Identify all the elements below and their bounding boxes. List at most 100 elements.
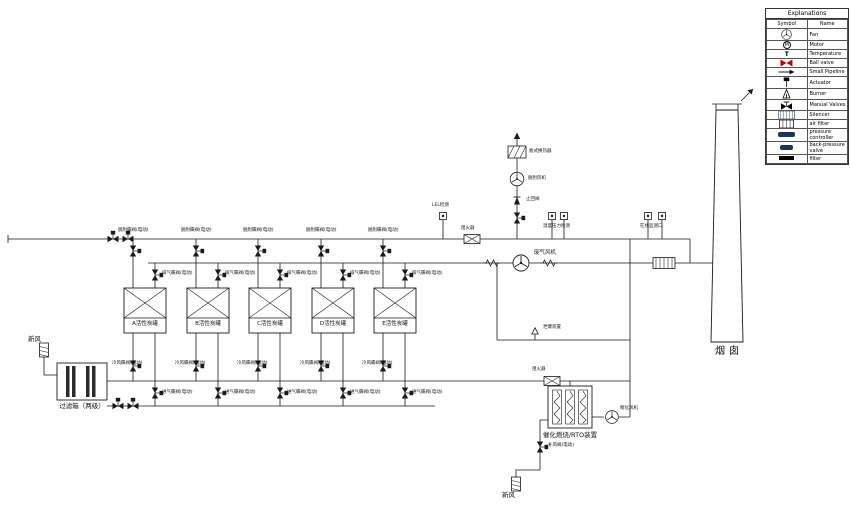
tank-label: A活性炭罐 [132,321,158,327]
legend-row: Manual Valves [766,99,848,111]
pressure-sensor-icon [560,212,568,220]
check-valve-icon [513,196,521,205]
back-pressure-valve-icon [780,144,794,150]
valve-label-cooling: 冷风蝶阀(电动) [112,361,143,366]
rto-label: 催化燃烧/RTO装置 [542,431,598,439]
air-filter-icon [779,120,795,128]
makeup-air-valve-icon [537,442,548,453]
fresh-air-left-icon [39,342,49,358]
carbon-tank-d [311,239,355,406]
chain-valve-icon [514,213,525,224]
rto-unit-box [547,385,593,429]
filter-box [56,362,108,401]
lel-monitor-icon [439,212,447,220]
legend-row: pressure controller [766,128,848,142]
legend-row: Fan [766,28,848,41]
flame-arrester-rto-icon [543,376,561,386]
temperature-icon: T [784,50,789,58]
manual-valve-icon [780,100,793,110]
legend-row: Ball valve [766,58,848,68]
valve-label-cooling: 冷风蝶阀(电动) [175,361,206,366]
flex-joint-icon [540,259,558,267]
legend-row: Burner [766,88,848,100]
desorption-fan-icon [509,171,525,187]
chimney [710,88,754,343]
valve-label-cooling: 冷风蝶阀(电动) [300,361,331,366]
filter-box-label: 过滤箱（两级） [59,402,105,410]
discharge-arrow [513,132,521,139]
legend-name: filter [806,154,848,164]
online-monitor-icon [644,212,652,220]
valve-label-desorption: 脱附蝶阀(电动) [118,228,149,233]
valves-and-equipment [39,132,676,492]
valve-label-desorption: 脱附蝶阀(电动) [306,228,337,233]
valve-label-desorption: 脱附蝶阀(电动) [181,228,212,233]
flex-joint-icon [483,259,501,267]
desorption-fan-label: 脱附风机 [528,176,546,181]
legend-row: filter [766,154,848,164]
tank-label: D活性炭罐 [319,321,347,327]
online-monitor-label: 在线监测口 [640,224,663,229]
legend-row: Silencer [766,110,848,120]
valve-label-exhaust: 排气蝶阀(电动) [412,271,443,276]
lel-label: LEL检测 [432,203,449,208]
exhaust-fan-label: 废气风机 [534,250,557,256]
fresh-air-left-label: 新风 [28,335,41,343]
legend: Explanations Symbol Name Fan M Motor T T… [765,8,849,165]
valve-label-inlet: 进气蝶阀(电动) [287,390,318,395]
legend-name: Ball valve [806,58,848,68]
legend-row: M Motor [766,40,848,50]
valve-label-inlet: 进气蝶阀(电动) [162,390,193,395]
carbon-tank-e [373,239,417,406]
valve-label-inlet: 进气蝶阀(电动) [350,390,381,395]
valve-label-desorption: 脱附蝶阀(电动) [243,228,274,233]
legend-row: air filter [766,119,848,129]
burner-icon [782,89,791,99]
legend-name: Motor [806,40,848,50]
heat-exchanger-icon [507,145,527,159]
legend-name: air filter [806,119,848,129]
explosion-vent-icon [531,327,539,335]
valve-label-cooling: 冷风蝶阀(电动) [237,361,268,366]
catalytic-fan-icon [605,410,619,424]
legend-name: Burner [806,88,848,100]
tank-label: C活性炭罐 [257,321,283,327]
valve-label-cooling: 冷风蝶阀(电动) [362,361,393,366]
legend-name: Silencer [806,110,848,120]
chimney-label: 烟囱 [715,346,743,357]
catalytic-fan-label: 催化风机 [620,406,638,411]
flame-arrester-icon [463,234,481,244]
carbon-tank-c [248,239,292,406]
valve-label-exhaust: 排气蝶阀(电动) [287,271,318,276]
legend-name: back-pressure valve [806,141,848,155]
carbon-tank-a [123,239,167,406]
exhaust-fan-icon [512,254,530,272]
inlet-valve-icon [113,398,124,409]
valve-label-exhaust: 排气蝶阀(电动) [162,271,193,276]
heat-exchanger-label: 板式换热器 [529,149,552,154]
explosion-vent-label: 泄爆装置 [543,325,561,330]
valve-label-exhaust: 排气蝶阀(电动) [225,271,256,276]
valve-label-exhaust: 排气蝶阀(电动) [350,271,381,276]
small-pipeline-icon [778,69,796,75]
temperature-sensor-icon [548,212,556,220]
filter-icon [779,156,795,160]
inlet-valve-icon [128,398,139,409]
legend-title: Explanations [766,9,848,19]
pipe-network [7,136,714,477]
manifold-valve-icon [108,231,119,242]
legend-row: T Temperature [766,49,848,59]
valve-label-inlet: 进气蝶阀(电动) [412,390,443,395]
ball-valve-icon [780,59,793,67]
legend-name: Manual Valves [806,99,848,111]
motor-icon: M [782,41,791,49]
tank-label: B活性炭罐 [195,321,221,327]
valve-label-inlet: 进气蝶阀(电动) [225,390,256,395]
emission-arrow [747,89,753,95]
legend-name: pressure controller [806,128,848,142]
tank-label: E活性炭罐 [382,321,408,327]
makeup-air-valve-label: 补风阀(电动) [548,443,575,448]
fresh-air-bottom-icon [511,476,521,492]
